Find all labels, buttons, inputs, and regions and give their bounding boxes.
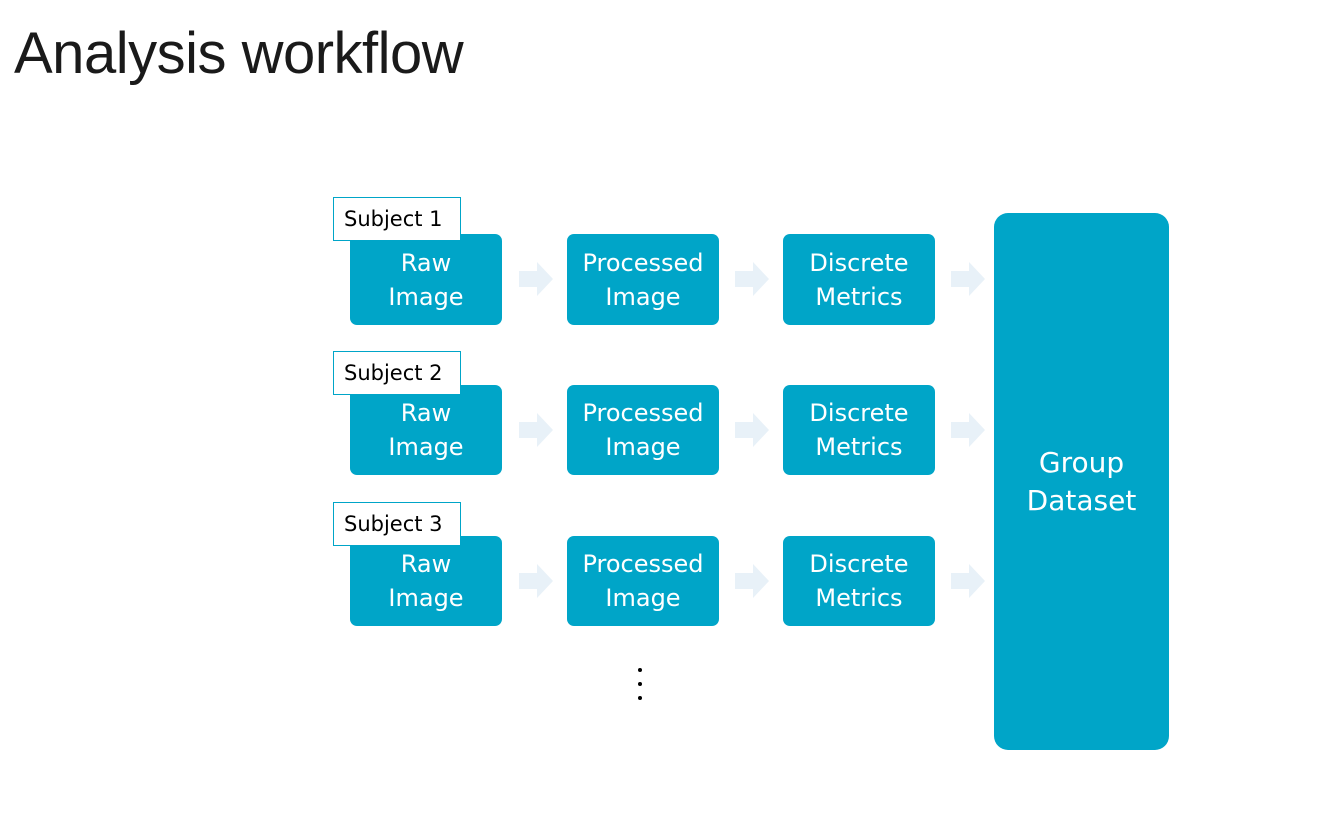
discrete-metrics-box-2: Discrete Metrics	[783, 385, 935, 475]
subject-label-2: Subject 2	[333, 351, 461, 395]
raw-image-box-2: Raw Image	[350, 385, 502, 475]
raw-image-box-1: Raw Image	[350, 234, 502, 325]
discrete-metrics-box-3: Discrete Metrics	[783, 536, 935, 626]
processed-image-box-1: Processed Image	[567, 234, 719, 325]
raw-image-box-3: Raw Image	[350, 536, 502, 626]
page-title: Analysis workflow	[14, 21, 464, 86]
arrow-icon	[735, 564, 769, 598]
arrow-icon	[951, 413, 985, 447]
arrow-icon	[951, 564, 985, 598]
processed-image-box-2: Processed Image	[567, 385, 719, 475]
subject-label-1: Subject 1	[333, 197, 461, 241]
arrow-icon	[519, 564, 553, 598]
discrete-metrics-box-1: Discrete Metrics	[783, 234, 935, 325]
arrow-icon	[951, 262, 985, 296]
processed-image-box-3: Processed Image	[567, 536, 719, 626]
arrow-icon	[519, 413, 553, 447]
vertical-ellipsis-icon	[638, 668, 642, 700]
group-dataset-box: Group Dataset	[994, 213, 1169, 750]
arrow-icon	[735, 262, 769, 296]
subject-label-3: Subject 3	[333, 502, 461, 546]
arrow-icon	[735, 413, 769, 447]
arrow-icon	[519, 262, 553, 296]
